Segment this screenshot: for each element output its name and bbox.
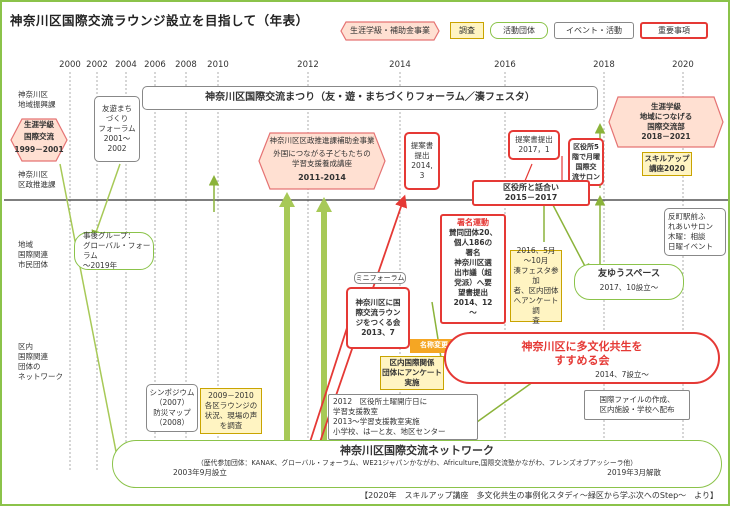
lounge-association-box: 神奈川区に国 際交流ラウン ジをつくる会 2013、7 [346,287,410,349]
ward-talks-box: 区役所と話合い 2015－2017 [472,180,590,206]
network-founded: 2003年9月設立 [173,468,227,477]
survey-2016-box: 2016、5月 ～10月 湊フェスタ参加 者、区内団体 へアンケート調 査 [510,246,562,325]
lifelong-class-2018-hex [608,96,724,148]
year-label: 2004 [115,60,137,70]
network-box: 神奈川区国際交流ネットワーク （歴代参加団体：KANAK、グローバル・フォーラム… [112,440,722,488]
subsidy-project-title: 神奈川区区政推進課補助金事業 [269,136,375,145]
network-dissolved: 2019年3月解散 [607,468,661,477]
row-label: 地域 国際関連 市民団体 [18,240,48,269]
rename-label: 名称変更 [420,341,448,349]
yuyu-forum-box: 友遊まち づくり フォーラム 2001～ 2002 [94,96,140,162]
mini-forum-box: ミニフォーラム [354,272,406,284]
lifelong-class-hex [10,118,68,162]
ward-groups-survey-box: 区内国際関係 団体にアンケート 実施 [380,356,444,390]
tomoyu-space-title: 友ゆうスペース [598,269,660,279]
year-label: 2010 [207,60,229,70]
year-label: 2008 [175,60,197,70]
legend-hex: 生涯学級・補助金事業 [350,26,430,35]
legend-important: 重要事項 [640,22,708,39]
lounge-survey-box: 2009－2010 各区ラウンジの 状況、現場の声 を調査 [200,388,262,434]
network-dates: 2003年9月設立 2019年3月解散 [113,468,721,478]
year-label: 2000 [59,60,81,70]
legend-group: 活動団体 [490,22,548,39]
row-label: 区内 国際関連 団体の ネットワーク [18,342,63,381]
lifelong-class-years: 1999－2001 [14,145,64,154]
row-label: 神奈川区 地域振興課 [18,90,56,109]
row-label: 神奈川区 区政推進課 [18,170,56,189]
legend-event: イベント・活動 [554,22,634,39]
page-title: 神奈川区国際交流ラウンジ設立を目指して（年表） [10,13,309,28]
year-label: 2016 [494,60,516,70]
year-label: 2002 [86,60,108,70]
learning-support-box: 2012 区役所土曜開庁日に 学習支援教室 2013～学習支援教室実施 小学校、… [328,394,478,440]
network-title: 神奈川区国際交流ネットワーク [340,444,494,457]
proposal-2017-box: 提案書提出 2017，1 [508,130,560,160]
petition-text: 賛同団体20、 個人186の 署名 神奈川区選 出市議（超 党派）へ要 望書提出… [449,228,497,317]
year-label: 2014 [389,60,411,70]
ward-office-salon-box: 区役所5 階で月曜 国際交 流サロン [568,138,604,186]
legend-survey: 調査 [450,22,484,39]
lifelong-class-topic: 国際交流 [24,132,54,141]
multicultural-association-title: 神奈川区に多文化共生を すすめる会 [521,340,643,367]
year-label: 2018 [593,60,615,70]
subsidy-project-hex [258,132,386,190]
year-label: 2006 [144,60,166,70]
follow-up-group-box: 事後グループ： グローバル・フォーラム ～2019年 [74,231,154,270]
festival-banner: 神奈川区国際交流まつり（友・遊・まちづくりフォーラム／湊フェスタ） [142,86,598,110]
skillup-course-box: スキルアップ 講座2020 [642,152,692,176]
multicultural-association-box: 神奈川区に多文化共生を すすめる会 2014、7設立～ [444,332,720,384]
legend-hex-icon [340,21,440,41]
tanmachi-salon-box: 反町駅前ふ れあいサロン 木曜：相談 日曜イベント [664,208,726,256]
multicultural-association-year: 2014、7設立～ [595,370,649,379]
lifelong-class-2018-label: 生涯学級 地域につなげる 国際交流部 2018－2021 [639,102,693,141]
source-footer: 【2020年 スキルアップ講座 多文化共生の事例化スタディ～緑区から学ぶ次へのS… [360,491,718,500]
network-members: （歴代参加団体：KANAK、グローバル・フォーラム、WE21ジャパンかながわ、A… [196,459,638,467]
file-creation-box: 国際ファイルの作成、 区内施設・学校へ配布 [584,390,690,420]
tomoyu-space-box: 友ゆうスペース 2017、10設立～ [574,264,684,300]
year-label: 2012 [297,60,319,70]
lifelong-class-label: 生涯学級 [24,120,54,129]
symposium-box: シンポジウム （2007） 防災マップ （2008） [146,384,198,432]
year-label: 2020 [672,60,694,70]
subsidy-project-years: 2011-2014 [298,173,346,182]
petition-title: 署名運動 [457,218,489,227]
petition-box: 署名運動 賛同団体20、 個人186の 署名 神奈川区選 出市議（超 党派）へ要… [440,214,506,324]
proposal-2014-box: 提案書 提出 2014, 3 [404,132,440,190]
tomoyu-space-year: 2017、10設立～ [599,283,659,292]
subsidy-project-topic: 外国につながる子どもたちの学習支援養成講座 [273,149,371,168]
